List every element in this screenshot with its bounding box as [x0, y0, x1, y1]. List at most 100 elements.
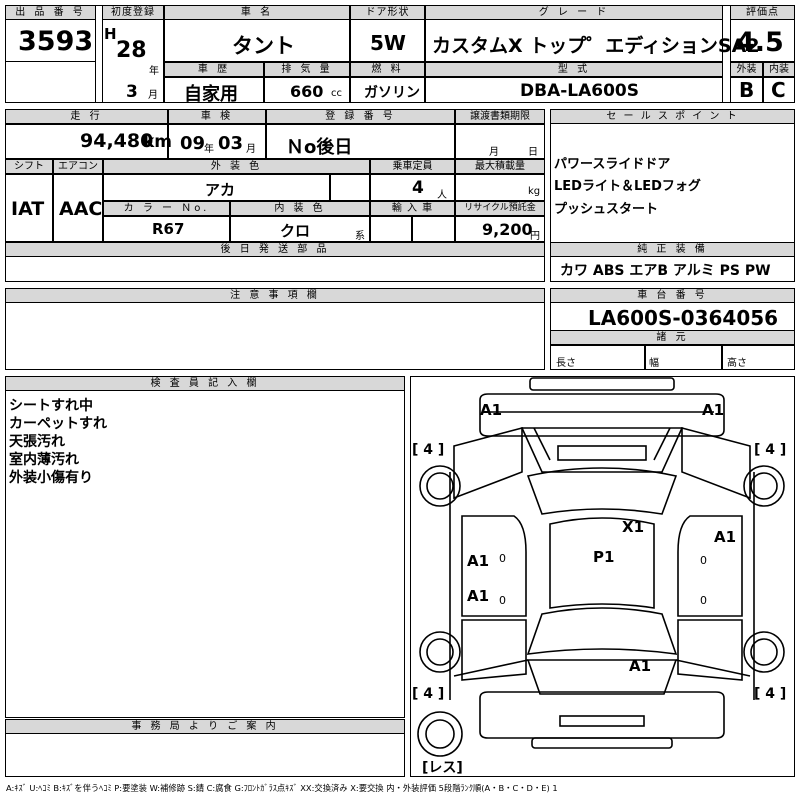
damage-mark-windshield: X1: [622, 518, 644, 536]
interior-color-cell: [230, 216, 370, 242]
score-label: 評価点: [730, 5, 795, 20]
import-cell-right: [412, 216, 455, 242]
color-number-label: カ ラ ー Ｎo.: [103, 201, 230, 216]
door-zero-right-front: 0: [700, 554, 707, 567]
door-zero-left-front: 0: [499, 552, 506, 565]
damage-mark-front-left: A1: [480, 401, 502, 419]
inspector-line-1: シートすれ中: [9, 398, 93, 414]
car-diagram-box: [410, 376, 795, 777]
spare-tire-value: [レス]: [422, 760, 463, 776]
mileage-value: 94,480: [80, 130, 154, 152]
registration-number-value: Ｎo後日: [286, 137, 353, 158]
color-number-cell: [103, 216, 230, 242]
recycle-cell: [455, 216, 545, 242]
registration-number-cell: [266, 124, 455, 159]
fuel-value: ガソリン: [364, 85, 420, 101]
displacement-unit: cc: [331, 88, 342, 99]
diagram-tire-rear-left: [419, 631, 461, 673]
door-type-cell: [350, 19, 425, 62]
era-value: H: [104, 25, 117, 43]
diagram-rear-bumper: [479, 691, 725, 739]
fuel-cell: [350, 77, 425, 103]
inspector-line-4: 室内薄汚れ: [9, 452, 79, 468]
import-label: 輸 入 車: [370, 201, 455, 216]
transfer-deadline-label: 譲渡書類期限: [455, 109, 545, 124]
diagram-windshield: [526, 467, 678, 515]
damage-mark-left-front-door: A1: [467, 552, 489, 570]
diagram-tire-front-left: [419, 465, 461, 507]
registration-number-label: 登 録 番 号: [266, 109, 455, 124]
recycle-label: リサイクル預託金: [455, 201, 545, 216]
inspection-month-unit: 月: [246, 144, 256, 155]
diagram-tire-front-right: [743, 465, 785, 507]
grade-value: カスタムX トップ゜エディションSA2: [432, 35, 760, 57]
sales-point-1: パワースライドドア: [554, 157, 671, 172]
height-label: 高さ: [727, 358, 747, 369]
score-value: 4.5: [736, 27, 784, 58]
exterior-color-extra-cell: [330, 174, 370, 201]
inspection-year-unit: 年: [204, 144, 214, 155]
displacement-label: 排 気 量: [264, 62, 350, 77]
sales-point-2: LEDライト＆LEDフォグ: [554, 179, 701, 194]
diagram-roof: [549, 517, 655, 609]
later-parts-label: 後 日 発 送 部 品: [5, 242, 545, 257]
diagram-front-bumper-top: [529, 377, 675, 391]
history-label: 車 歴: [164, 62, 264, 77]
car-name-label: 車 名: [164, 5, 350, 20]
max-load-label: 最大積載量: [455, 159, 545, 174]
car-name-value: タント: [232, 34, 295, 58]
max-load-unit: kg: [528, 186, 541, 197]
inspection-year: 09: [180, 133, 206, 154]
first-registration-cell: [102, 19, 164, 103]
legend-text: A:ｷｽﾞ U:ﾍｺﾐ B:ｷｽﾞを伴うﾍｺﾐ P:要塗装 W:補修跡 S:錆 …: [6, 783, 558, 793]
grade-cell: [425, 19, 723, 62]
spec-label: 諸 元: [550, 330, 795, 345]
tire-depth-front-left: [ 4 ]: [412, 442, 444, 458]
diagram-tire-rear-right: [743, 631, 785, 673]
diagram-left-doors: [461, 515, 527, 681]
length-cell: [550, 345, 645, 370]
year-unit: 年: [149, 66, 159, 77]
ac-value: AAC: [59, 198, 103, 220]
diagram-hood: [520, 427, 684, 473]
history-cell: [164, 77, 264, 103]
exterior-color-cell: [103, 174, 330, 201]
capacity-label: 乗車定員: [370, 159, 455, 174]
interior-grade-cell: [763, 77, 795, 103]
model-label: 型 式: [425, 62, 723, 77]
width-cell: [645, 345, 722, 370]
diagram-body-outline: [453, 426, 751, 500]
model-value: DBA-LA600S: [520, 81, 639, 101]
damage-mark-front-right: A1: [702, 401, 724, 419]
shift-label: シフト: [5, 159, 53, 174]
damage-mark-rear: A1: [629, 657, 651, 675]
diagram-spare-tire: [417, 711, 463, 757]
diagram-rear-window: [526, 607, 678, 655]
damage-mark-right-front-door: A1: [714, 528, 736, 546]
inspector-line-3: 天張汚れ: [9, 434, 65, 450]
door-zero-right-rear: 0: [700, 594, 707, 607]
transfer-deadline-cell: [455, 124, 545, 159]
month-value: 3: [126, 82, 138, 102]
diagram-front-bumper: [479, 393, 725, 437]
capacity-unit: 人: [437, 190, 447, 201]
color-number-value: R67: [152, 220, 185, 238]
ac-cell: [53, 174, 103, 242]
capacity-value: 4: [412, 178, 424, 198]
fuel-label: 燃 料: [350, 62, 425, 77]
interior-color-unit: 系: [355, 231, 365, 242]
width-label: 幅: [649, 358, 659, 369]
tire-depth-front-right: [ 4 ]: [754, 442, 786, 458]
grade-label: グ レ ー ド: [425, 5, 723, 20]
door-zero-left-rear: 0: [499, 594, 506, 607]
inspection-label: 車 検: [168, 109, 266, 124]
mileage-unit: km: [143, 132, 173, 152]
tire-depth-rear-right: [ 4 ]: [754, 686, 786, 702]
model-cell: [425, 77, 723, 103]
door-type-value: 5W: [370, 31, 406, 55]
exterior-value: B: [739, 78, 755, 102]
inspector-label: 検 査 員 記 入 欄: [5, 376, 405, 391]
interior-color-value: クロ: [280, 222, 311, 240]
ac-label: エアコン: [53, 159, 103, 174]
first-registration-label: 初度登録: [102, 5, 164, 20]
